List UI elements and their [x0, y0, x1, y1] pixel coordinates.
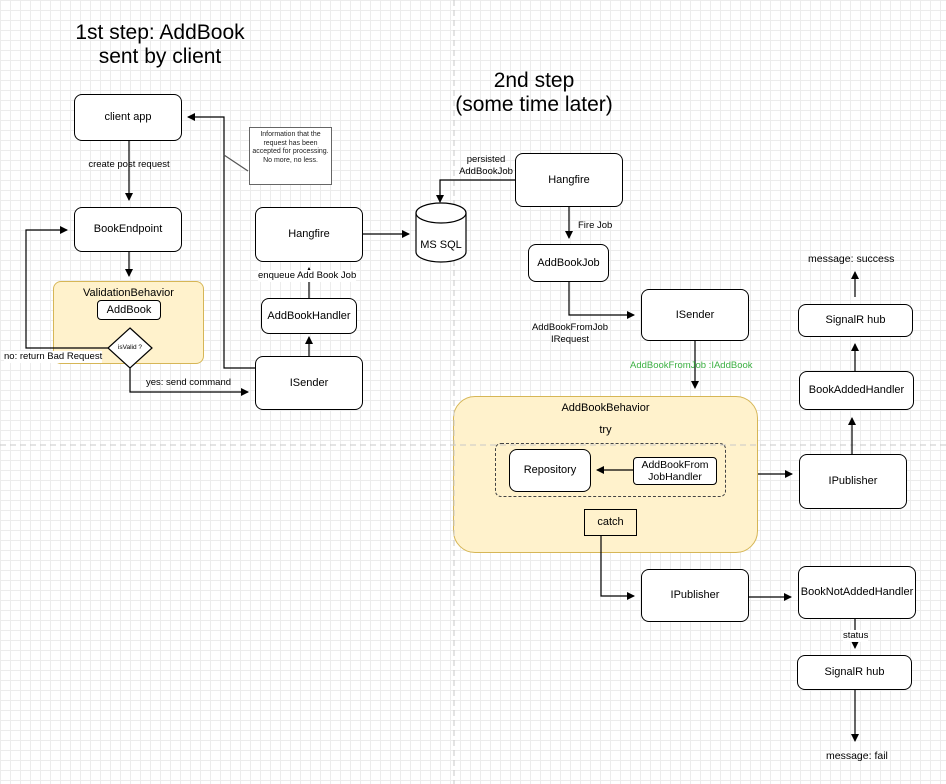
- addbook-from-job-handler-node[interactable]: AddBookFrom JobHandler: [633, 457, 717, 485]
- signalr-bottom-node[interactable]: SignalR hub: [797, 655, 912, 690]
- step2-title: 2nd step (some time later): [455, 69, 613, 116]
- edge-invalid-loop: [25, 226, 108, 349]
- client-app-node[interactable]: client app: [74, 94, 182, 141]
- info-note: Information that the request has been ac…: [249, 127, 332, 185]
- edge-job-to-isender: [568, 282, 635, 319]
- edge-isender-to-client: [187, 113, 255, 369]
- addbook-behavior-label: AddBookBehavior: [561, 402, 650, 414]
- ms-sql-label: MS SQL: [420, 239, 462, 251]
- message-fail-label: message: fail: [826, 750, 888, 762]
- addbook-job-node[interactable]: AddBookJob: [528, 244, 609, 282]
- message-success-label: message: success: [808, 253, 895, 265]
- validation-behavior-label: ValidationBehavior: [83, 287, 174, 299]
- isender-right-node[interactable]: ISender: [641, 289, 749, 341]
- addbook-handler-node[interactable]: AddBookHandler: [261, 298, 357, 334]
- no-bad-request-label: no: return Bad Request: [4, 351, 103, 363]
- hangfire-left-node[interactable]: Hangfire: [255, 207, 363, 262]
- addbookfromjob-irequest-label: AddBookFromJob IRequest: [531, 322, 609, 345]
- isender-left-node[interactable]: ISender: [255, 356, 363, 410]
- ipublisher-bottom-node[interactable]: IPublisher: [641, 569, 749, 622]
- addbookfromjob-iaddbook-label: AddBookFromJob :IAddBook: [630, 360, 753, 371]
- try-label: try: [599, 424, 612, 436]
- fire-job-label: Fire Job: [578, 220, 613, 231]
- persisted-label: persisted AddBookJob: [459, 154, 513, 177]
- edge-catch-to-publisher: [600, 536, 635, 600]
- try-block: [495, 443, 726, 497]
- edge-hangfire2-to-sql: [436, 179, 516, 203]
- hangfire-right-node[interactable]: Hangfire: [515, 153, 623, 207]
- is-valid-label: isValid ?: [117, 344, 143, 351]
- signalr-top-node[interactable]: SignalR hub: [798, 304, 913, 337]
- note-pointer: [223, 154, 249, 172]
- book-endpoint-node[interactable]: BookEndpoint: [74, 207, 182, 252]
- is-valid-diamond: [107, 327, 153, 369]
- step1-title: 1st step: AddBook sent by client: [75, 21, 245, 68]
- book-added-handler-node[interactable]: BookAddedHandler: [799, 371, 914, 410]
- yes-send-command-label: yes: send command: [146, 377, 232, 388]
- book-not-added-handler-node[interactable]: BookNotAddedHandler: [798, 566, 916, 619]
- status-label: status: [843, 630, 869, 642]
- create-post-request-label: create post request: [88, 159, 170, 170]
- catch-node[interactable]: catch: [584, 509, 637, 536]
- repository-node[interactable]: Repository: [509, 449, 591, 492]
- edge-valid-to-isender: [129, 364, 249, 396]
- addbook-node[interactable]: AddBook: [97, 300, 161, 320]
- ms-sql-cylinder: [415, 202, 467, 263]
- enqueue-label: enqueue Add Book Job: [258, 270, 357, 282]
- ipublisher-top-node[interactable]: IPublisher: [799, 454, 907, 509]
